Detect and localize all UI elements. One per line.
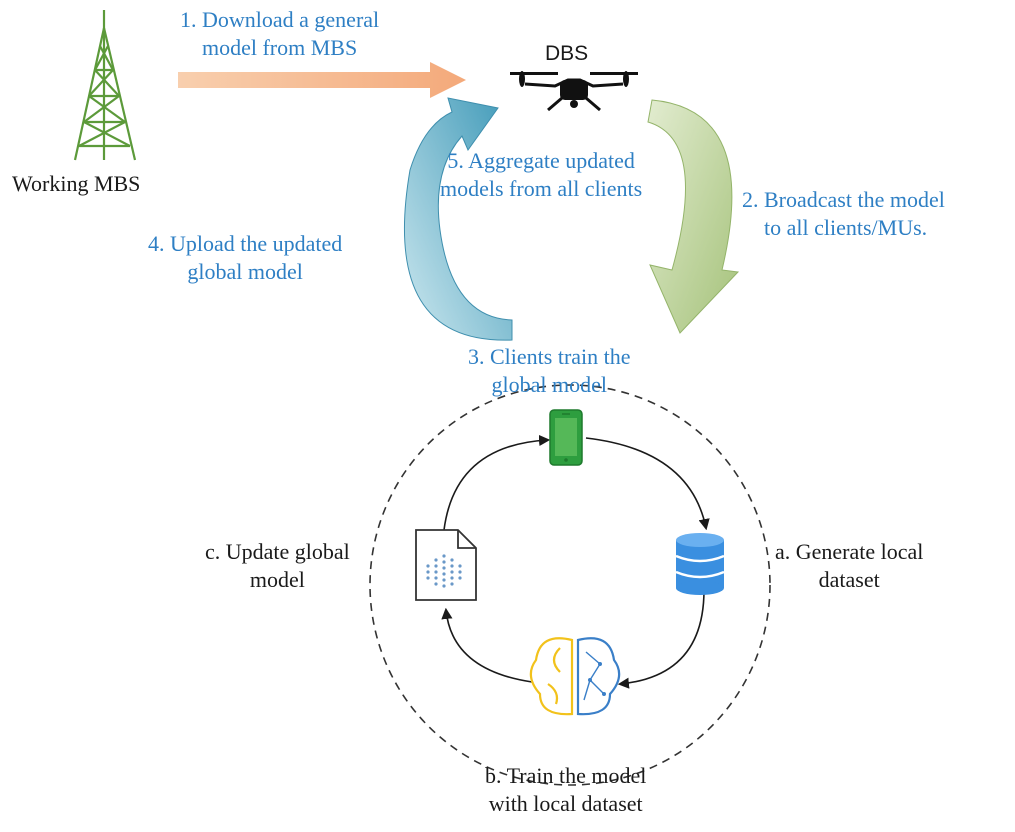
download-arrow	[178, 62, 466, 98]
dbs-label: DBS	[545, 42, 589, 65]
broadcast-arrow	[647, 99, 740, 334]
local-step-b-label: b. Train the model with local dataset	[485, 763, 647, 816]
brain-network-icon	[529, 637, 621, 716]
mbs-label: Working MBS	[12, 171, 141, 196]
client-boundary-circle	[369, 384, 771, 786]
step-3-label: 3. Clients train the global model	[468, 344, 631, 397]
drone-icon	[510, 71, 638, 112]
model-document-icon	[415, 529, 477, 601]
local-step-a-label: a. Generate local dataset	[775, 539, 924, 592]
step-2-label: 2. Broadcast the model to all clients/MU…	[742, 187, 945, 240]
database-icon	[675, 533, 725, 595]
smartphone-icon	[549, 409, 583, 466]
step-4-label: 4. Upload the updated global model	[148, 231, 343, 284]
upload-arrow	[403, 97, 513, 341]
local-cycle-arrows	[441, 434, 710, 689]
step-1-label: 1. Download a general model from MBS	[180, 7, 380, 60]
local-step-c-label: c. Update global model	[205, 539, 350, 592]
step-5-label: 5. Aggregate updated models from all cli…	[440, 148, 643, 201]
radio-tower-icon	[73, 10, 137, 161]
